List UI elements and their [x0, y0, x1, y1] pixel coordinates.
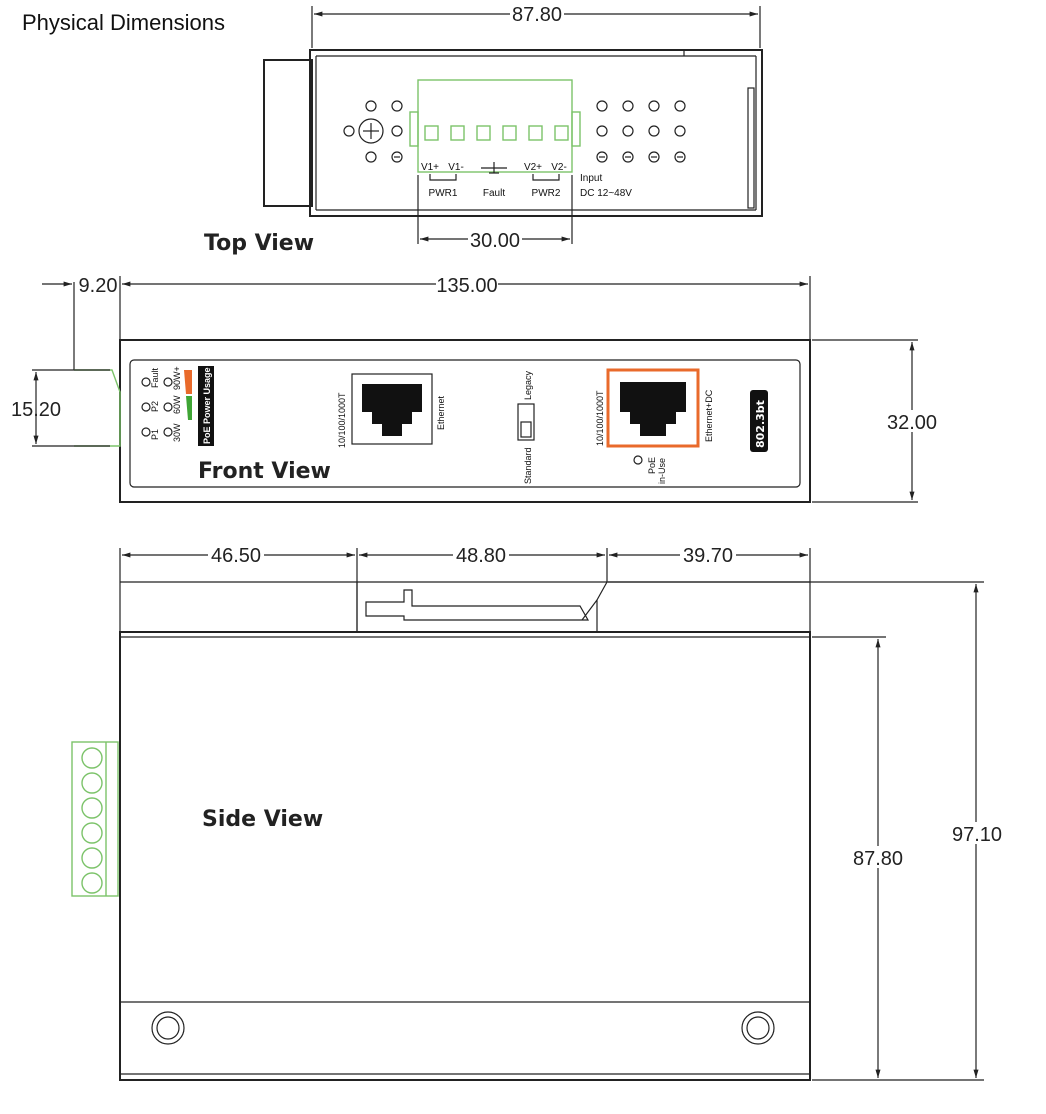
- dim-side-seg3: 39.70: [683, 545, 733, 567]
- terminal-v1m: V1-: [448, 162, 464, 173]
- port2-type-label: Ethernet+DC: [704, 389, 714, 442]
- front-view: 9.20 135.00 15.20 32.00 Fault P2 P1 90W+…: [11, 274, 940, 503]
- input-label: Input: [580, 173, 602, 184]
- standard-badge-label: 802.3bt: [754, 400, 767, 448]
- in-use-led-label: in-Use: [657, 458, 667, 484]
- dim-front-connector: 15.20: [11, 399, 61, 421]
- terminal-v2p: V2+: [524, 162, 542, 173]
- port1-speed-label: 10/100/1000T: [337, 392, 347, 448]
- dc-label: DC 12~48V: [580, 188, 632, 199]
- port2-speed-label: 10/100/1000T: [595, 390, 605, 446]
- poe-led-label: PoE: [647, 457, 657, 474]
- terminal-v2m: V2-: [551, 162, 567, 173]
- usage-bar-high: [184, 370, 192, 394]
- usage-30w-label: 30W: [172, 423, 182, 442]
- usage-bar-mid: [186, 396, 192, 420]
- dim-side-seg1: 46.50: [211, 545, 261, 567]
- fault-label: Fault: [483, 188, 505, 199]
- pwr2-label: PWR2: [532, 188, 561, 199]
- port1-type-label: Ethernet: [436, 395, 446, 430]
- dim-front-width: 135.00: [436, 275, 497, 297]
- rj45-port-2: [620, 382, 686, 436]
- front-view-label: Front View: [198, 459, 331, 484]
- standard-badge: [750, 390, 768, 452]
- top-view-label: Top View: [204, 231, 314, 256]
- pwr1-label: PWR1: [429, 188, 458, 199]
- dim-side-body: 87.80: [853, 848, 903, 870]
- led-fault-label: Fault: [150, 367, 160, 388]
- dim-top-width: 87.80: [512, 4, 562, 26]
- switch-standard-label: Standard: [523, 447, 533, 484]
- switch-legacy-label: Legacy: [523, 370, 533, 400]
- usage-90w-label: 90W+: [172, 366, 182, 390]
- dim-top-terminal: 30.00: [470, 230, 520, 252]
- dim-front-height: 32.00: [887, 412, 937, 434]
- page-title: Physical Dimensions: [22, 10, 225, 35]
- poe-usage-badge: [198, 366, 214, 446]
- led-p2-label: P2: [150, 401, 160, 412]
- terminal-v1p: V1+: [421, 162, 439, 173]
- dim-front-offset: 9.20: [79, 275, 118, 297]
- side-view: 46.50 48.80 39.70 87.80 9: [71, 545, 1004, 1081]
- dim-side-total: 97.10: [952, 824, 1002, 846]
- usage-60w-label: 60W: [172, 395, 182, 414]
- led-p1-label: P1: [150, 429, 160, 440]
- top-view: 87.80 V1+ V1- V2+ V2-: [204, 4, 763, 256]
- poe-port-highlight: [606, 368, 700, 448]
- dim-side-seg2: 48.80: [456, 545, 506, 567]
- rj45-port-1: [362, 384, 422, 436]
- side-view-label: Side View: [202, 807, 323, 832]
- poe-usage-label: PoE Power Usage: [202, 367, 212, 444]
